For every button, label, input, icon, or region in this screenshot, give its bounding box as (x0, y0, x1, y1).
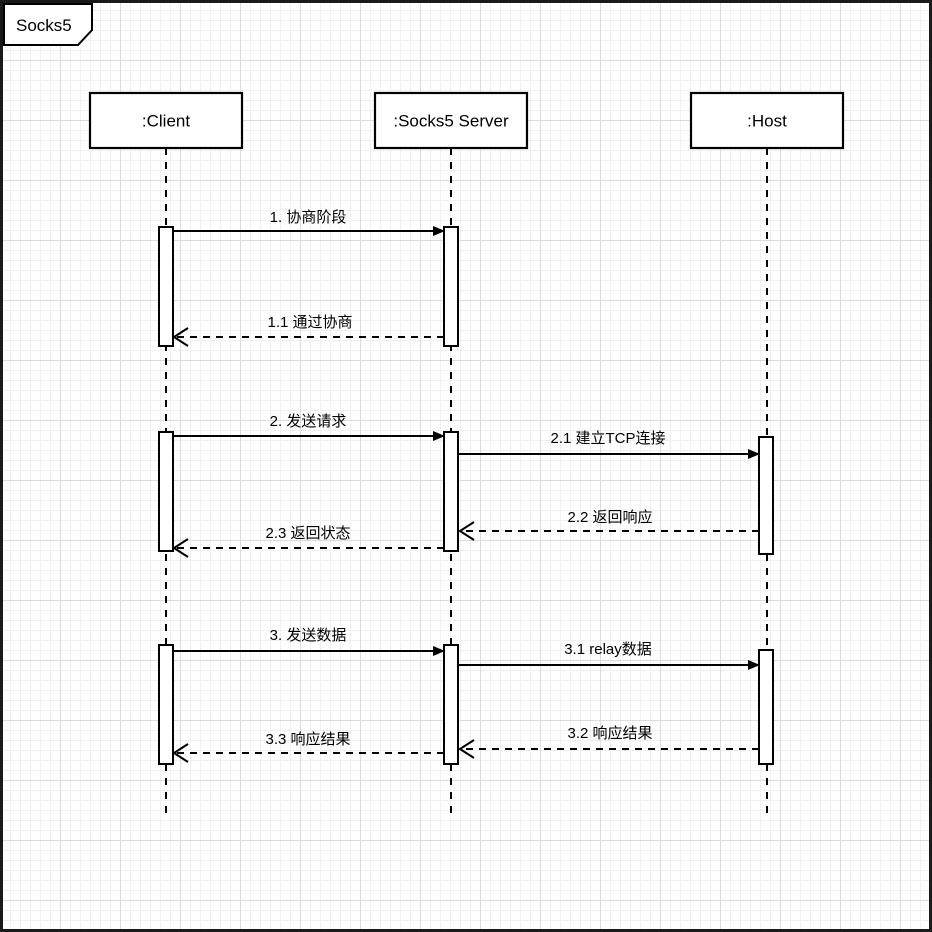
participant-label-host: :Host (747, 112, 787, 131)
arrowhead-open-2-3 (172, 538, 189, 558)
message-3-2[interactable]: 3.2 响应结果 (458, 724, 759, 759)
message-label-2-3: 2.3 返回状态 (265, 525, 350, 542)
message-label-3-1: 3.1 relay数据 (564, 641, 652, 658)
participant-label-server: :Socks5 Server (393, 112, 509, 131)
message-2-3[interactable]: 2.3 返回状态 (172, 525, 444, 558)
participant-client[interactable]: :Client (88, 91, 244, 150)
messages: 1. 协商阶段 1.1 通过协商 2. 发送请求 2.1 建立TCP连接 2.2 返回响… (172, 209, 760, 763)
frame-label-shape (3, 3, 93, 46)
participant-box-client (88, 91, 244, 150)
frame-label-text: Socks5 (16, 16, 72, 35)
message-1[interactable]: 1. 协商阶段 (173, 209, 445, 236)
message-label-3-2: 3.2 响应结果 (567, 724, 652, 742)
activation-bar-client-0 (158, 226, 174, 347)
participant-server[interactable]: :Socks5 Server (373, 91, 529, 150)
message-3-3[interactable]: 3.3 响应结果 (172, 730, 444, 763)
participant-box-server (373, 91, 529, 150)
arrowhead-open-3-2 (458, 739, 475, 759)
activation-bar-host-7 (758, 649, 774, 765)
message-label-2-1: 2.1 建立TCP连接 (550, 430, 665, 447)
message-label-1-1: 1.1 通过协商 (267, 314, 352, 331)
participant-host[interactable]: :Host (689, 91, 845, 150)
participant-boxes: :Client :Socks5 Server :Host (88, 91, 845, 150)
activation-bar-host-4 (758, 436, 774, 555)
arrowhead-open-1-1 (172, 327, 189, 347)
arrowhead-open-3-3 (172, 743, 189, 763)
message-3[interactable]: 3. 发送数据 (173, 627, 445, 656)
frame-label: Socks5 (3, 3, 93, 46)
message-label-2: 2. 发送请求 (270, 413, 347, 430)
activation-bar-client-2 (158, 431, 174, 552)
activation-bar-client-5 (158, 644, 174, 765)
participant-box-host (689, 91, 845, 150)
message-2-1[interactable]: 2.1 建立TCP连接 (458, 430, 760, 459)
message-2[interactable]: 2. 发送请求 (173, 413, 445, 441)
activation-bar-server-6 (443, 644, 459, 765)
activation-bars (158, 226, 774, 765)
message-2-2[interactable]: 2.2 返回响应 (458, 508, 759, 541)
activation-bar-server-3 (443, 431, 459, 552)
message-label-3: 3. 发送数据 (270, 627, 347, 644)
message-label-2-2: 2.2 返回响应 (567, 508, 652, 526)
arrowhead-open-2-2 (458, 521, 475, 541)
message-3-1[interactable]: 3.1 relay数据 (458, 641, 760, 670)
message-label-3-3: 3.3 响应结果 (265, 730, 350, 748)
message-1-1[interactable]: 1.1 通过协商 (172, 314, 444, 347)
activation-bar-server-1 (443, 226, 459, 347)
participant-label-client: :Client (142, 112, 190, 131)
message-label-1: 1. 协商阶段 (270, 209, 347, 226)
